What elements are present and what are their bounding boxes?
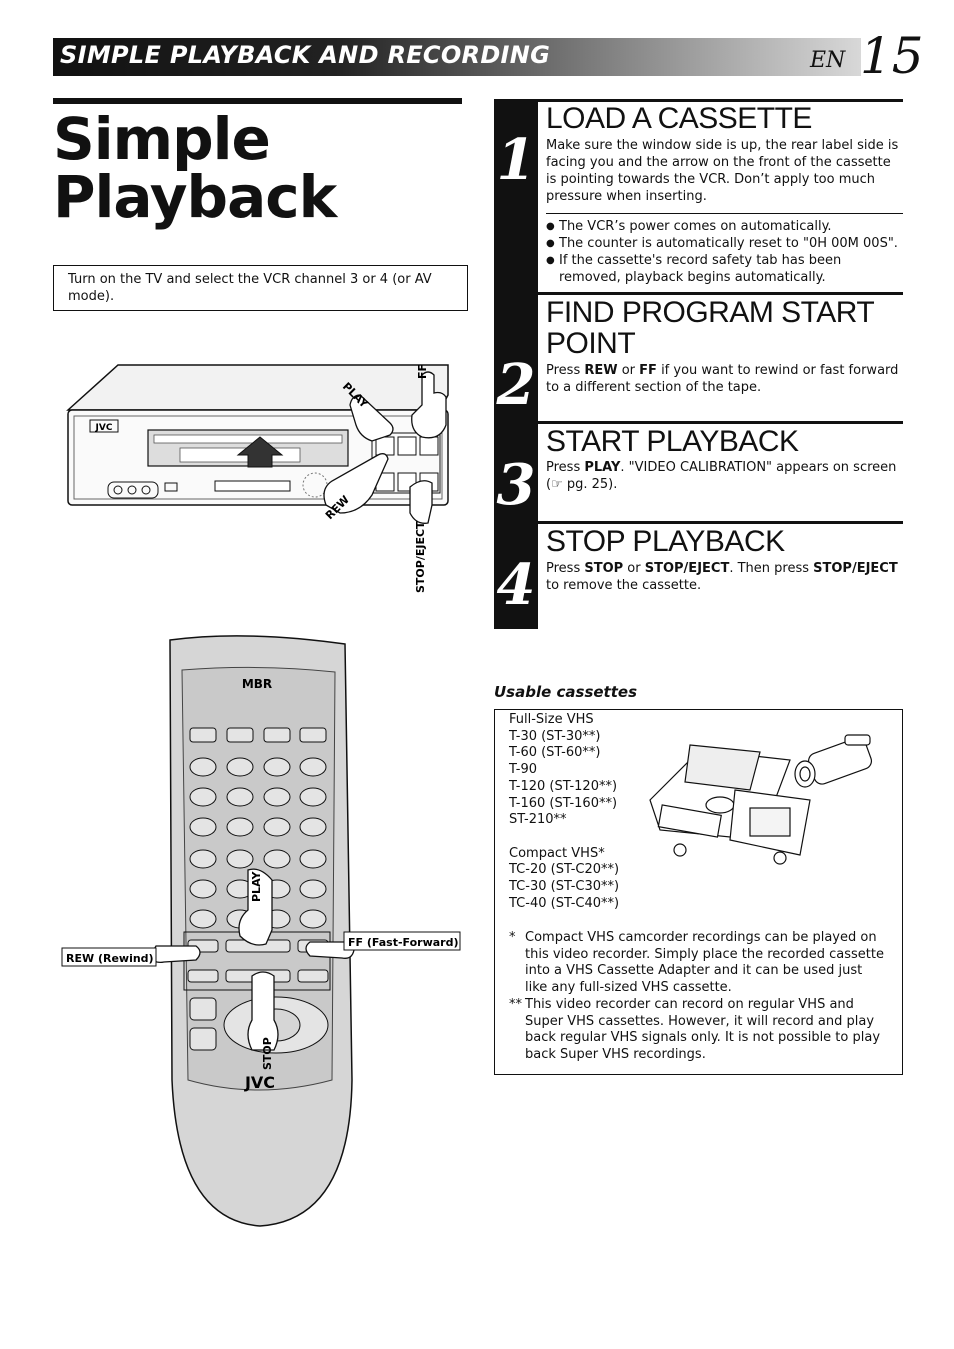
- hand-stop-eject-icon: [409, 480, 433, 524]
- step-4-number: 4: [496, 552, 536, 618]
- key-rew: REW: [584, 363, 618, 378]
- vcr-ff-label: FF: [416, 364, 429, 379]
- hand-ff-icon: [411, 371, 447, 439]
- step-1-separator: [546, 213, 903, 214]
- camcorder-icon: [794, 734, 873, 788]
- note-super-vhs: ** This video recorder can record on reg…: [509, 997, 884, 1064]
- bullet-item: The counter is automatically reset to "0…: [546, 235, 903, 252]
- step-3-text: Press PLAY. "VIDEO CALIBRATION" appears …: [546, 459, 903, 493]
- text-run: or: [617, 363, 640, 378]
- section-title: SIMPLE PLAYBACK AND RECORDING: [60, 41, 551, 69]
- cassette-list: Full-Size VHS T-30 (ST-30**) T-60 (ST-60…: [509, 712, 649, 912]
- note-compact-vhs: * Compact VHS camcorder recordings can b…: [509, 930, 884, 997]
- note-text: Compact VHS camcorder recordings can be …: [525, 930, 884, 996]
- vcr-illustration: JVC PLAY FF REW STOP/EJECT: [66, 364, 449, 593]
- hand-remote-stop-icon: [247, 971, 279, 1051]
- language-code: EN: [810, 48, 846, 73]
- step-1-number: 1: [496, 127, 536, 193]
- step-3-number: 3: [496, 452, 536, 518]
- note-mark: **: [509, 997, 522, 1012]
- usable-cassettes-heading: Usable cassettes: [494, 683, 637, 701]
- step-number-bar: [494, 99, 538, 629]
- hand-remote-rew-icon: [149, 945, 201, 964]
- bullet-item: If the cassette's record safety tab has …: [546, 252, 903, 286]
- text-run: Press: [546, 460, 585, 475]
- text-run: Press: [546, 363, 585, 378]
- list-item: Compact VHS*: [509, 845, 605, 861]
- cassette-adapter-illustration: [649, 734, 873, 865]
- title-rule: [53, 98, 462, 104]
- page-number: 15: [860, 27, 924, 85]
- step-4-rule: [494, 521, 903, 524]
- text-run: to remove the cassette.: [546, 578, 702, 593]
- key-stop: STOP: [584, 561, 624, 576]
- list-item: ST-210**: [509, 812, 567, 828]
- page-title: Simple Playback: [53, 110, 462, 226]
- intro-box: Turn on the TV and select the VCR channe…: [53, 265, 468, 311]
- vcr-stop-eject-label: STOP/EJECT: [414, 521, 427, 593]
- step-4-text: Press STOP or STOP/EJECT. Then press STO…: [546, 560, 903, 594]
- step-2-title-line2: POINT: [546, 327, 636, 360]
- hand-remote-play-icon: [238, 868, 273, 946]
- list-item: T-90: [509, 762, 537, 778]
- remote-play-label: PLAY: [250, 870, 263, 902]
- list-item: TC-20 (ST-C20**): [509, 862, 620, 878]
- list-item: TC-30 (ST-C30**): [509, 879, 620, 895]
- hand-remote-ff-icon: [305, 941, 355, 959]
- list-item: Full-Size VHS: [509, 712, 594, 727]
- key-stop-eject: STOP/EJECT: [644, 561, 730, 576]
- page-title-line2: Playback: [53, 163, 337, 231]
- list-item: TC-40 (ST-C40**): [509, 895, 620, 911]
- list-spacer: [509, 829, 649, 846]
- key-ff: FF: [639, 363, 657, 378]
- note-mark: *: [509, 930, 516, 945]
- step-1-bullets: The VCR’s power comes on automatically. …: [546, 218, 903, 286]
- text-run: or: [623, 561, 645, 576]
- step-3-title: START PLAYBACK: [546, 425, 799, 458]
- step-2-text: Press REW or FF if you want to rewind or…: [546, 362, 903, 396]
- remote-brand: JVC: [244, 1073, 275, 1092]
- text-run: . "VIDEO CALIBRATION" appears on screen …: [546, 460, 897, 492]
- section-banner: [53, 38, 861, 76]
- list-item: T-120 (ST-120**): [509, 778, 618, 794]
- remote-logo: MBR: [242, 677, 272, 691]
- step-1-rule: [494, 99, 903, 102]
- bullet-item: The VCR’s power comes on automatically.: [546, 218, 903, 235]
- list-item: T-30 (ST-30**): [509, 728, 601, 744]
- remote-rew-label: REW (Rewind): [66, 952, 154, 965]
- remote-ff-label: FF (Fast-Forward): [348, 936, 459, 949]
- text-run: if you want to rewind or fast forward to…: [546, 363, 899, 395]
- key-stop-eject: STOP/EJECT: [813, 561, 898, 576]
- note-text: This video recorder can record on regula…: [525, 997, 881, 1063]
- step-2-number: 2: [496, 352, 536, 418]
- hand-play-icon: [349, 394, 394, 442]
- text-run: Press: [546, 561, 585, 576]
- step-1-text: Make sure the window side is up, the rea…: [546, 138, 899, 204]
- step-3-rule: [494, 421, 903, 424]
- step-2-rule: [494, 292, 903, 295]
- step-4-title: STOP PLAYBACK: [546, 525, 785, 558]
- vcr-body: JVC: [66, 364, 449, 506]
- step-2-title: FIND PROGRAM START POINT: [546, 297, 906, 359]
- insert-arrow-icon: [236, 436, 284, 468]
- list-item: T-60 (ST-60**): [509, 745, 601, 761]
- step-1-title: LOAD A CASSETTE: [546, 102, 812, 135]
- remote-illustration: MBR JVC PLAY STOP REW (Rewind) FF (Fast-…: [61, 635, 461, 1227]
- vcr-brand: JVC: [95, 423, 113, 433]
- text-run: . Then press: [729, 561, 814, 576]
- step-2-title-line1: FIND PROGRAM START: [546, 296, 875, 329]
- list-item: T-160 (ST-160**): [509, 795, 618, 811]
- remote-stop-label: STOP: [261, 1037, 274, 1070]
- key-play: PLAY: [584, 460, 621, 475]
- usable-cassettes-box: [494, 709, 903, 1075]
- page-title-line1: Simple: [53, 105, 271, 173]
- hand-rew-icon: [323, 453, 389, 514]
